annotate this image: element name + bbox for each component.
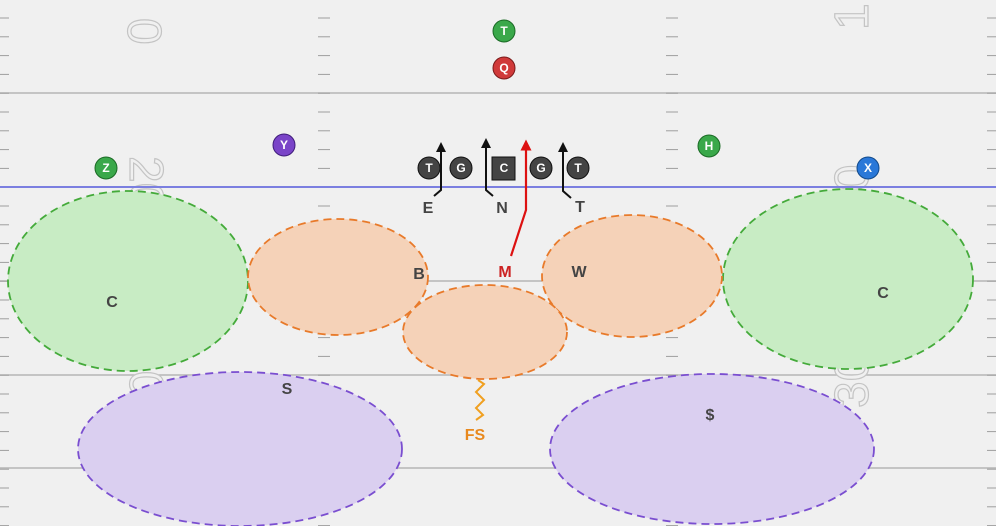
yard-number-right-top: 1 <box>826 3 879 30</box>
rush-path-t <box>558 142 572 199</box>
coverage-zones <box>7 188 974 526</box>
center <box>491 156 516 181</box>
receiver-h <box>697 134 721 158</box>
right-tackle-letter: T <box>574 161 582 175</box>
receiver-y <box>272 133 296 157</box>
tailback-letter: T <box>500 24 508 38</box>
zone-label-dollar: $ <box>706 407 715 424</box>
left-tackle-letter: T <box>425 161 433 175</box>
free-safety-label: FS <box>465 427 486 444</box>
zone-hook-left <box>247 218 429 336</box>
blitz-path-m <box>509 139 532 257</box>
rush-path-e <box>433 142 446 197</box>
linebacker-label-w: W <box>571 264 587 281</box>
zone-deep-right <box>549 373 875 525</box>
zone-middle-hole <box>402 284 568 380</box>
free-safety-zigzag <box>474 379 486 421</box>
zone-deep-left <box>77 371 403 526</box>
left-guard <box>449 156 473 180</box>
dline-rush-paths <box>433 138 572 199</box>
tailback <box>492 19 516 43</box>
rush-path-n <box>481 138 494 197</box>
dline-label-t: T <box>575 199 585 216</box>
backfield: T Q <box>492 19 516 80</box>
dline-label-e: E <box>423 200 434 217</box>
blitzer-label-m: M <box>498 264 511 281</box>
center-letter: C <box>500 161 509 175</box>
offensive-line: T G C G T <box>417 156 590 181</box>
receiver-z <box>94 156 118 180</box>
zone-hook-right <box>541 214 723 338</box>
receiver-y-letter: Y <box>280 138 288 152</box>
receivers: Z Y H X <box>94 133 880 180</box>
zone-label-corner-right: C <box>877 285 889 302</box>
quarterback-letter: Q <box>499 61 508 75</box>
receiver-x <box>856 156 880 180</box>
right-guard <box>529 156 553 180</box>
zone-corner-left <box>7 190 249 372</box>
quarterback <box>492 56 516 80</box>
linebacker-label-b: B <box>413 266 425 283</box>
receiver-z-letter: Z <box>102 161 109 175</box>
left-guard-letter: G <box>456 161 465 175</box>
left-tackle <box>417 156 441 180</box>
zone-corner-right <box>722 188 974 370</box>
dline-label-n: N <box>496 200 508 217</box>
receiver-x-letter: X <box>864 161 872 175</box>
yard-number-left-top: 0 <box>117 18 170 45</box>
right-tackle <box>566 156 590 180</box>
zone-label-strong-safety: S <box>282 381 293 398</box>
receiver-h-letter: H <box>705 139 714 153</box>
right-guard-letter: G <box>536 161 545 175</box>
zone-label-corner-left: C <box>106 294 118 311</box>
